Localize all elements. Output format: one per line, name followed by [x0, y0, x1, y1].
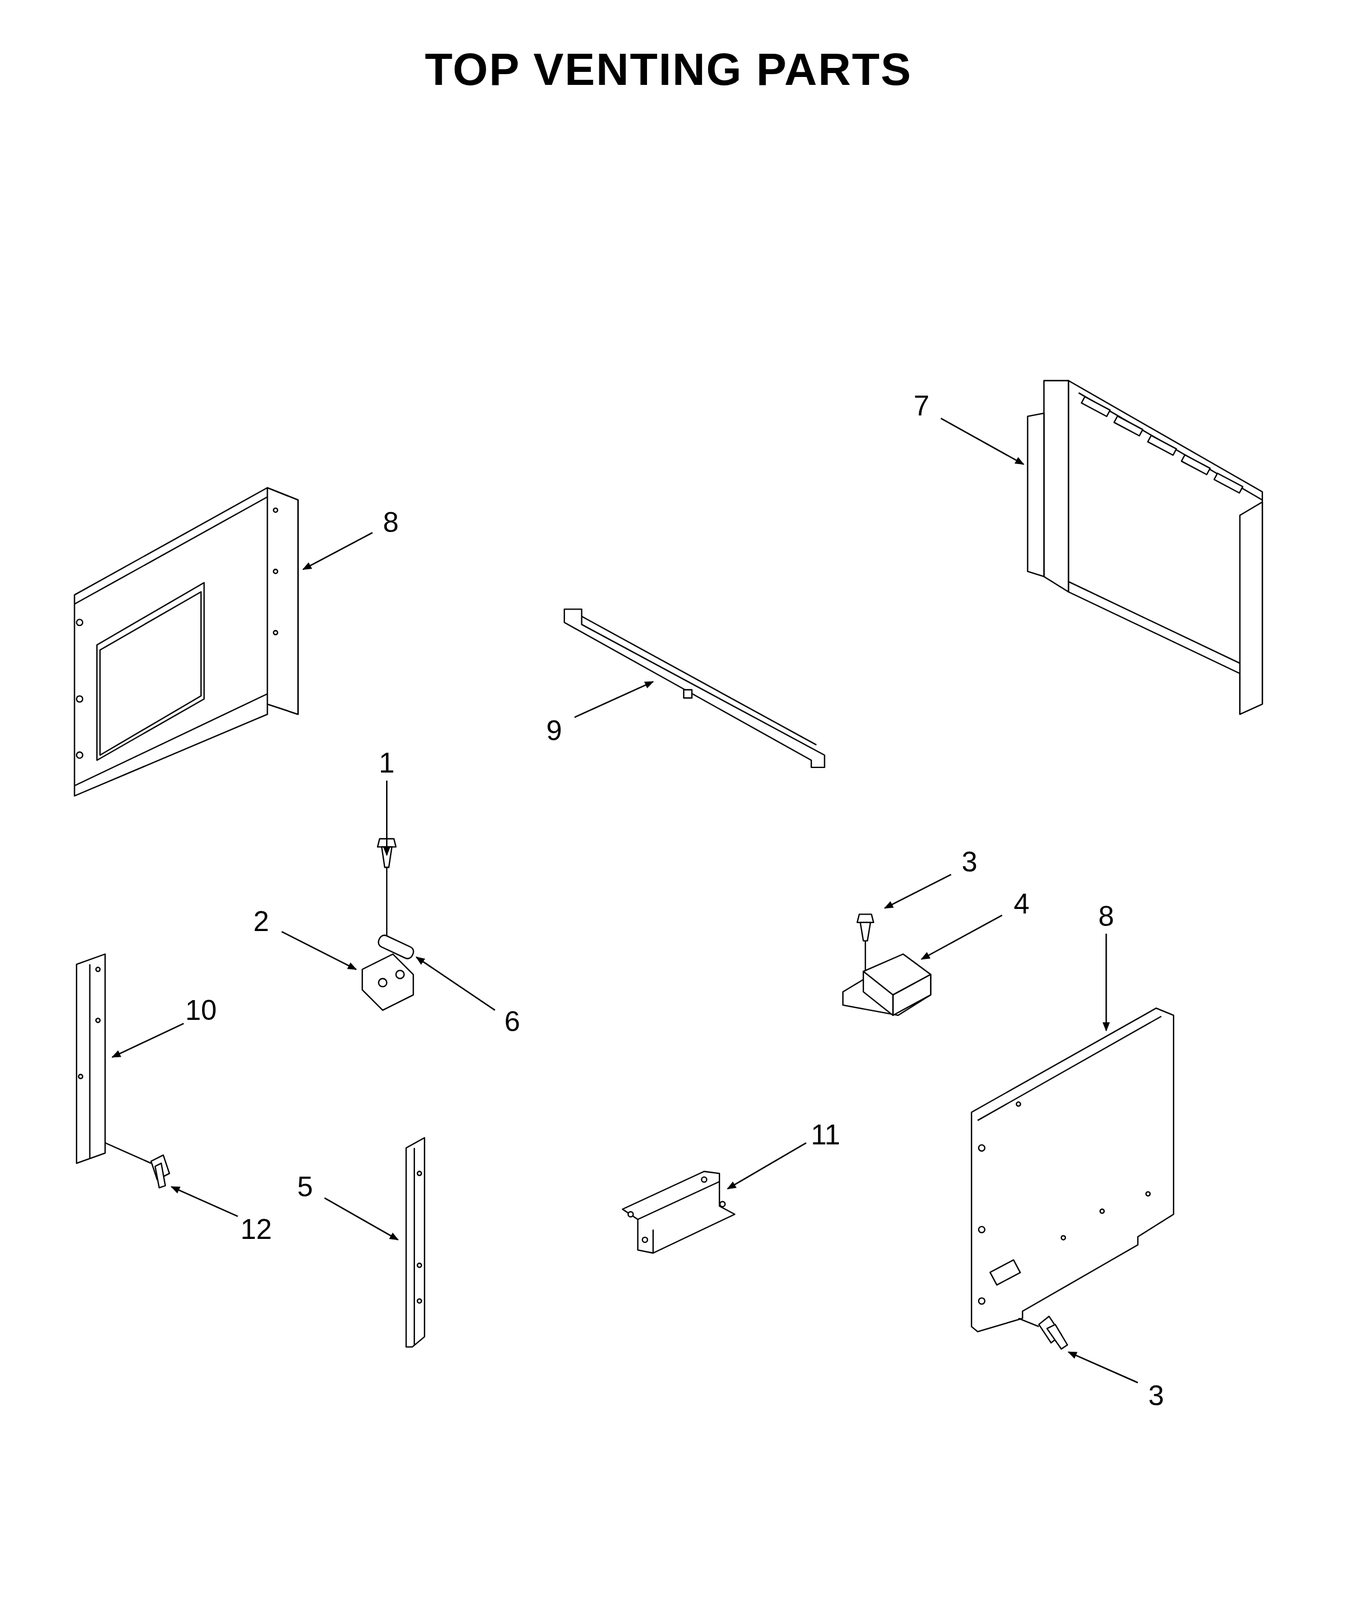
side-panel [971, 1008, 1174, 1332]
side-bracket [76, 954, 152, 1164]
callout-number: 4 [1013, 889, 1030, 919]
electronic-module [842, 914, 931, 1015]
callout-number: 9 [546, 716, 563, 745]
mounting-bracket [622, 1171, 735, 1254]
callout-number: 10 [185, 996, 217, 1025]
side-panel [74, 487, 299, 796]
callout-number: 8 [1098, 902, 1115, 931]
callout-number: 12 [240, 1215, 273, 1244]
side-bracket [405, 1137, 424, 1348]
callout-number: 8 [383, 508, 400, 537]
callout-number: 7 [913, 391, 930, 421]
vent-rail [564, 609, 825, 768]
callout-number: 5 [297, 1172, 314, 1202]
callout-number: 11 [810, 1120, 841, 1150]
vent-panel [1027, 380, 1263, 715]
screw [1038, 1316, 1068, 1350]
callout-number: 6 [504, 1007, 521, 1036]
callout-number: 3 [961, 847, 978, 877]
screw [151, 1155, 170, 1189]
callout-number: 3 [1148, 1381, 1165, 1411]
fuse-holder [362, 934, 415, 1011]
diagram-title: TOP VENTING PARTS [424, 46, 912, 93]
callout-number: 1 [378, 748, 395, 778]
leader-lines [112, 418, 1138, 1383]
callout-number: 2 [253, 907, 270, 936]
